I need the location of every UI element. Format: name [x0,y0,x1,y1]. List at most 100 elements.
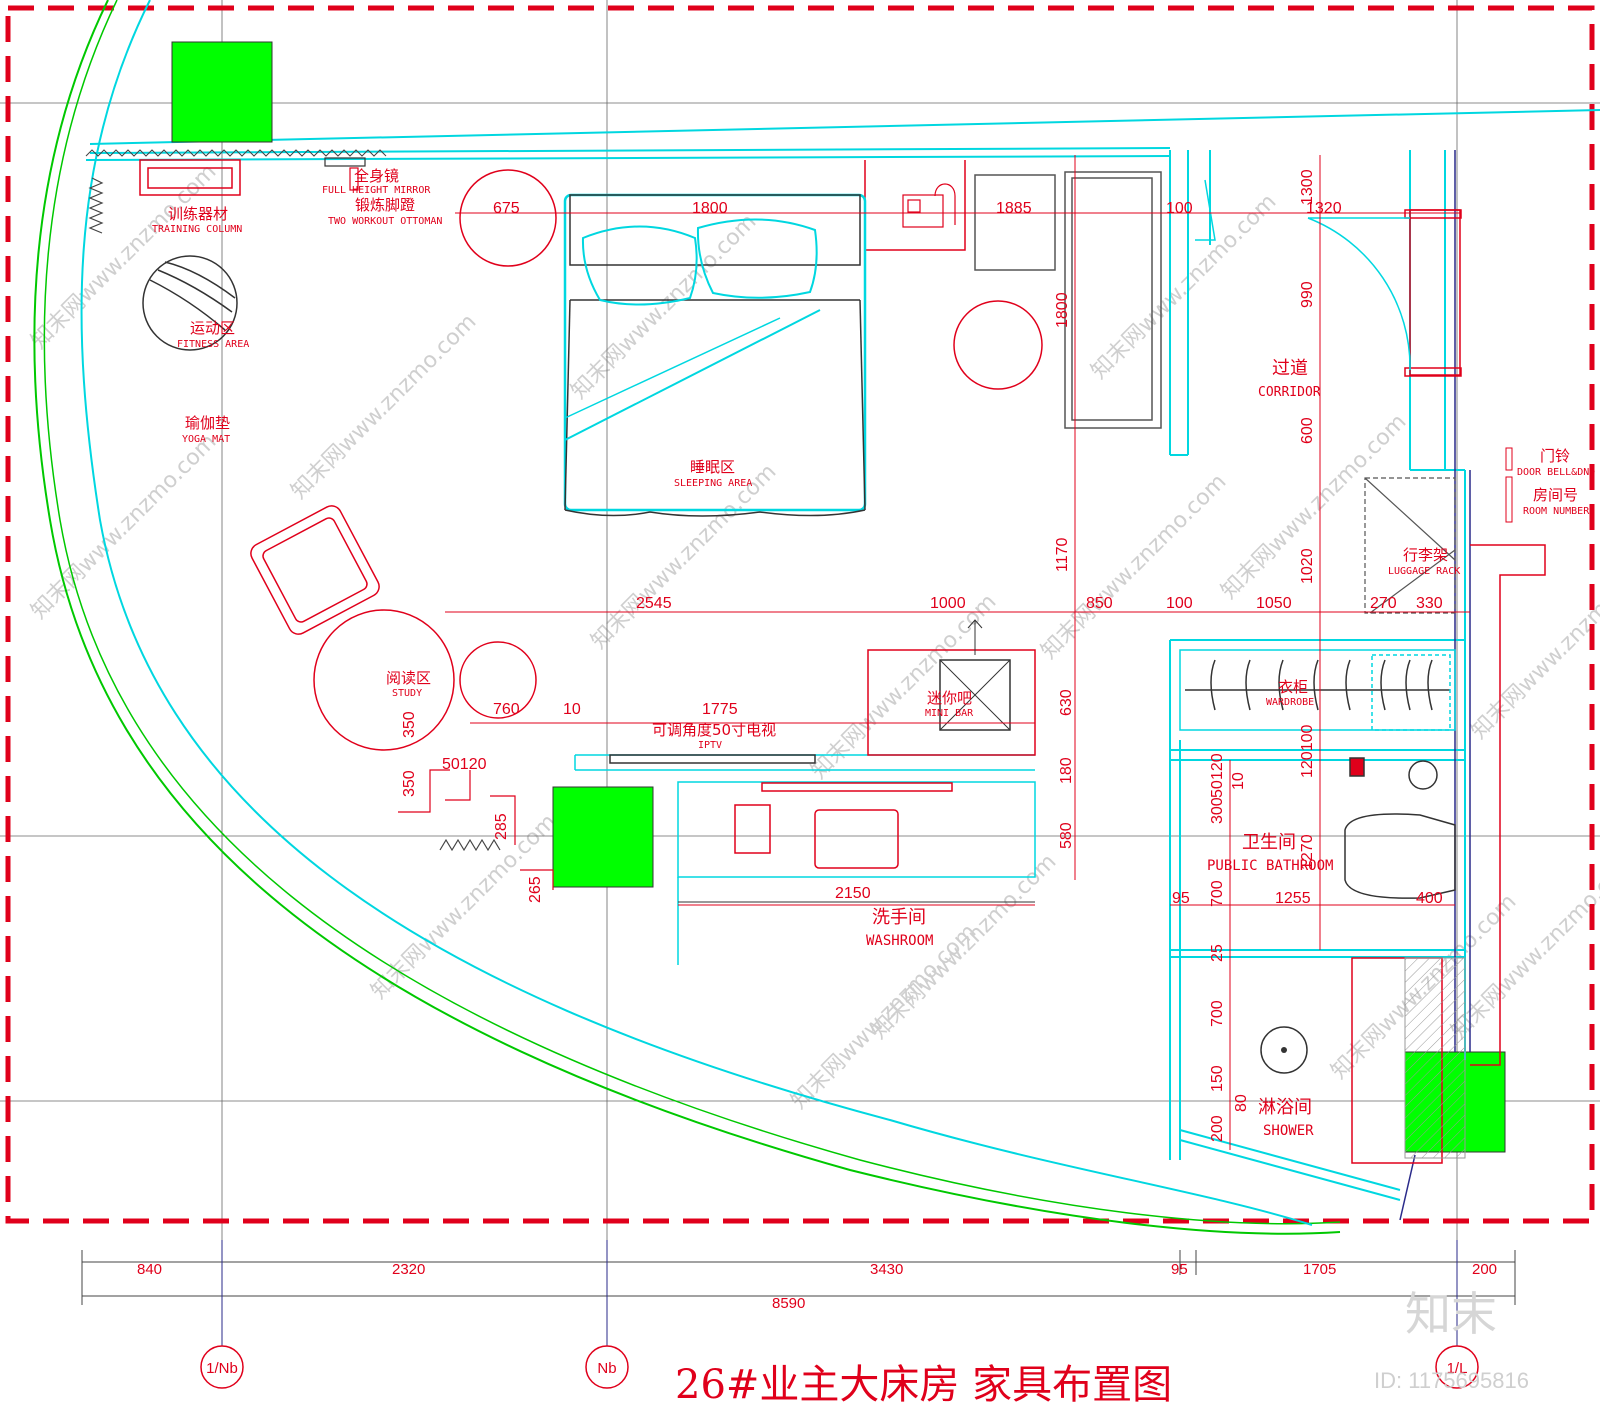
round-table-top [953,300,1043,390]
label-roomno-en: ROOM NUMBER [1523,506,1590,517]
label-mirror-cn: 全身镜 [354,167,399,185]
dim-text: 700 [1209,880,1226,907]
room-number-panel [1505,476,1513,523]
brand-logo-text: 知末 [1405,1287,1497,1341]
label-sleeping-en: SLEEPING AREA [674,478,752,489]
label-shower-en: SHOWER [1263,1123,1314,1139]
dim-text: 10 [563,701,581,718]
label-ottoman-en: TWO WORKOUT OTTOMAN [328,216,442,227]
luggage-rack [1364,477,1456,614]
label-bathroom-en: PUBLIC BATHROOM [1207,858,1333,874]
dim-text: 1320 [1306,200,1342,217]
bidet-drain [1408,760,1438,790]
bed [563,193,867,517]
label-luggage-cn: 行李架 [1403,546,1448,564]
telephone-icon [902,183,956,228]
dim-text: 100 [1166,200,1193,217]
tv-console [574,754,1035,771]
shower-head [1260,1026,1308,1074]
axis-label-1-nb: 1/Nb [206,1360,238,1377]
dim-text: 1270 [1299,834,1316,870]
watermark-text: 知末网www.znzmo.com [1087,189,1282,384]
bottom-dimensions: 840 2320 3430 95 1705 200 8590 [81,1250,1516,1312]
training-column [139,159,241,196]
label-study-en: STUDY [392,688,422,699]
dim-text: 350 [401,711,418,738]
dim-text: 180 [1058,757,1075,784]
label-minibar-cn: 迷你吧 [927,689,972,707]
exercise-ball [142,255,238,351]
full-height-mirror [324,157,366,191]
armchair [250,505,380,635]
dim-text: 120100 [1299,725,1316,778]
right-walls [1169,150,1466,1201]
label-corridor-cn: 过道 [1272,358,1308,379]
dim-text: 350 [401,770,418,797]
dim-text: 270 [1370,595,1397,612]
dim-text: 50120 [442,756,487,773]
doorbell-panel [1505,447,1513,471]
dim-text: 25 [1209,944,1226,962]
drawing-title: 26#业主大床房 家具布置图 [675,1362,1172,1408]
dim-text: 700 [1209,1000,1226,1027]
study-stool [459,641,537,719]
column-top-left [171,41,273,143]
coat-closet [1195,179,1216,241]
axis-label-1-l: 1/L [1447,1360,1468,1377]
resistance-band [439,838,501,852]
dim-text: 1300 [1299,169,1316,205]
dim-text: 1885 [996,200,1032,217]
pillow [696,218,818,299]
dim-text: 285 [493,813,510,840]
axis-markers: 1/Nb Nb 1/L [200,1240,1479,1389]
bathroom-fixtures [1344,757,1456,899]
label-yoga-en: YOGA MAT [182,434,230,445]
dim-text: 1170 [1054,537,1071,572]
resistance-band [88,177,104,234]
label-training-en: TRAINING COLUMN [152,224,242,235]
toilet [1344,813,1456,899]
dim-text: 1255 [1275,890,1311,907]
dim-text: 1800 [692,200,728,217]
label-tv-en: IPTV [698,740,722,751]
shower-area [1260,957,1466,1164]
label-fitness-cn: 运动区 [190,319,235,337]
dim-text: 580 [1058,822,1075,849]
dim-bottom: 3430 [870,1261,903,1278]
label-yoga-cn: 瑜伽垫 [185,414,230,432]
watermarks: 知末网www.znzmo.com 知末网www.znzmo.com 知末网www… [27,159,1600,1114]
dim-bottom: 95 [1171,1261,1188,1278]
wardrobe [1179,649,1456,731]
label-doorbell-cn: 门铃 [1540,447,1570,465]
label-wardrobe-en: WARDROBE [1266,697,1314,708]
dim-text: 1050 [1256,595,1292,612]
dimension-texts: 675 1800 1885 100 1320 1300 990 600 1020… [401,169,1443,1142]
dim-text: 200 [1209,1115,1226,1142]
label-wardrobe-cn: 衣柜 [1278,678,1308,696]
dim-text: 10 [1230,772,1247,790]
dim-bottom: 840 [137,1261,162,1278]
brand-watermark: 知末 ID: 1175695816 [1374,1287,1529,1393]
label-study-cn: 阅读区 [386,669,431,687]
minibar-cabinet [867,619,1036,756]
closet-unit [1404,209,1462,377]
entry-door-frame [1470,544,1546,1066]
study-table [313,609,455,751]
image-id-text: ID: 1175695816 [1374,1368,1529,1393]
label-washroom-cn: 洗手间 [872,907,926,928]
dim-text: 2150 [835,885,871,902]
watermark-text: 知末网www.znzmo.com [567,209,762,404]
dim-text: 850 [1086,595,1113,612]
pillow [581,225,698,306]
top-wall [85,109,1600,161]
label-training-cn: 训练器材 [168,205,228,223]
dim-text: 2545 [636,595,672,612]
label-luggage-en: LUGGAGE RACK [1388,566,1460,577]
dim-text: 675 [493,200,520,217]
washroom-vanity [677,781,1036,965]
dim-text: 990 [1299,281,1316,308]
label-mirror-en: FULL HEIGHT MIRROR [322,185,431,196]
dim-text: 400 [1416,890,1443,907]
zone-labels: 训练器材 TRAINING COLUMN 全身镜 FULL HEIGHT MIR… [152,167,1595,1139]
